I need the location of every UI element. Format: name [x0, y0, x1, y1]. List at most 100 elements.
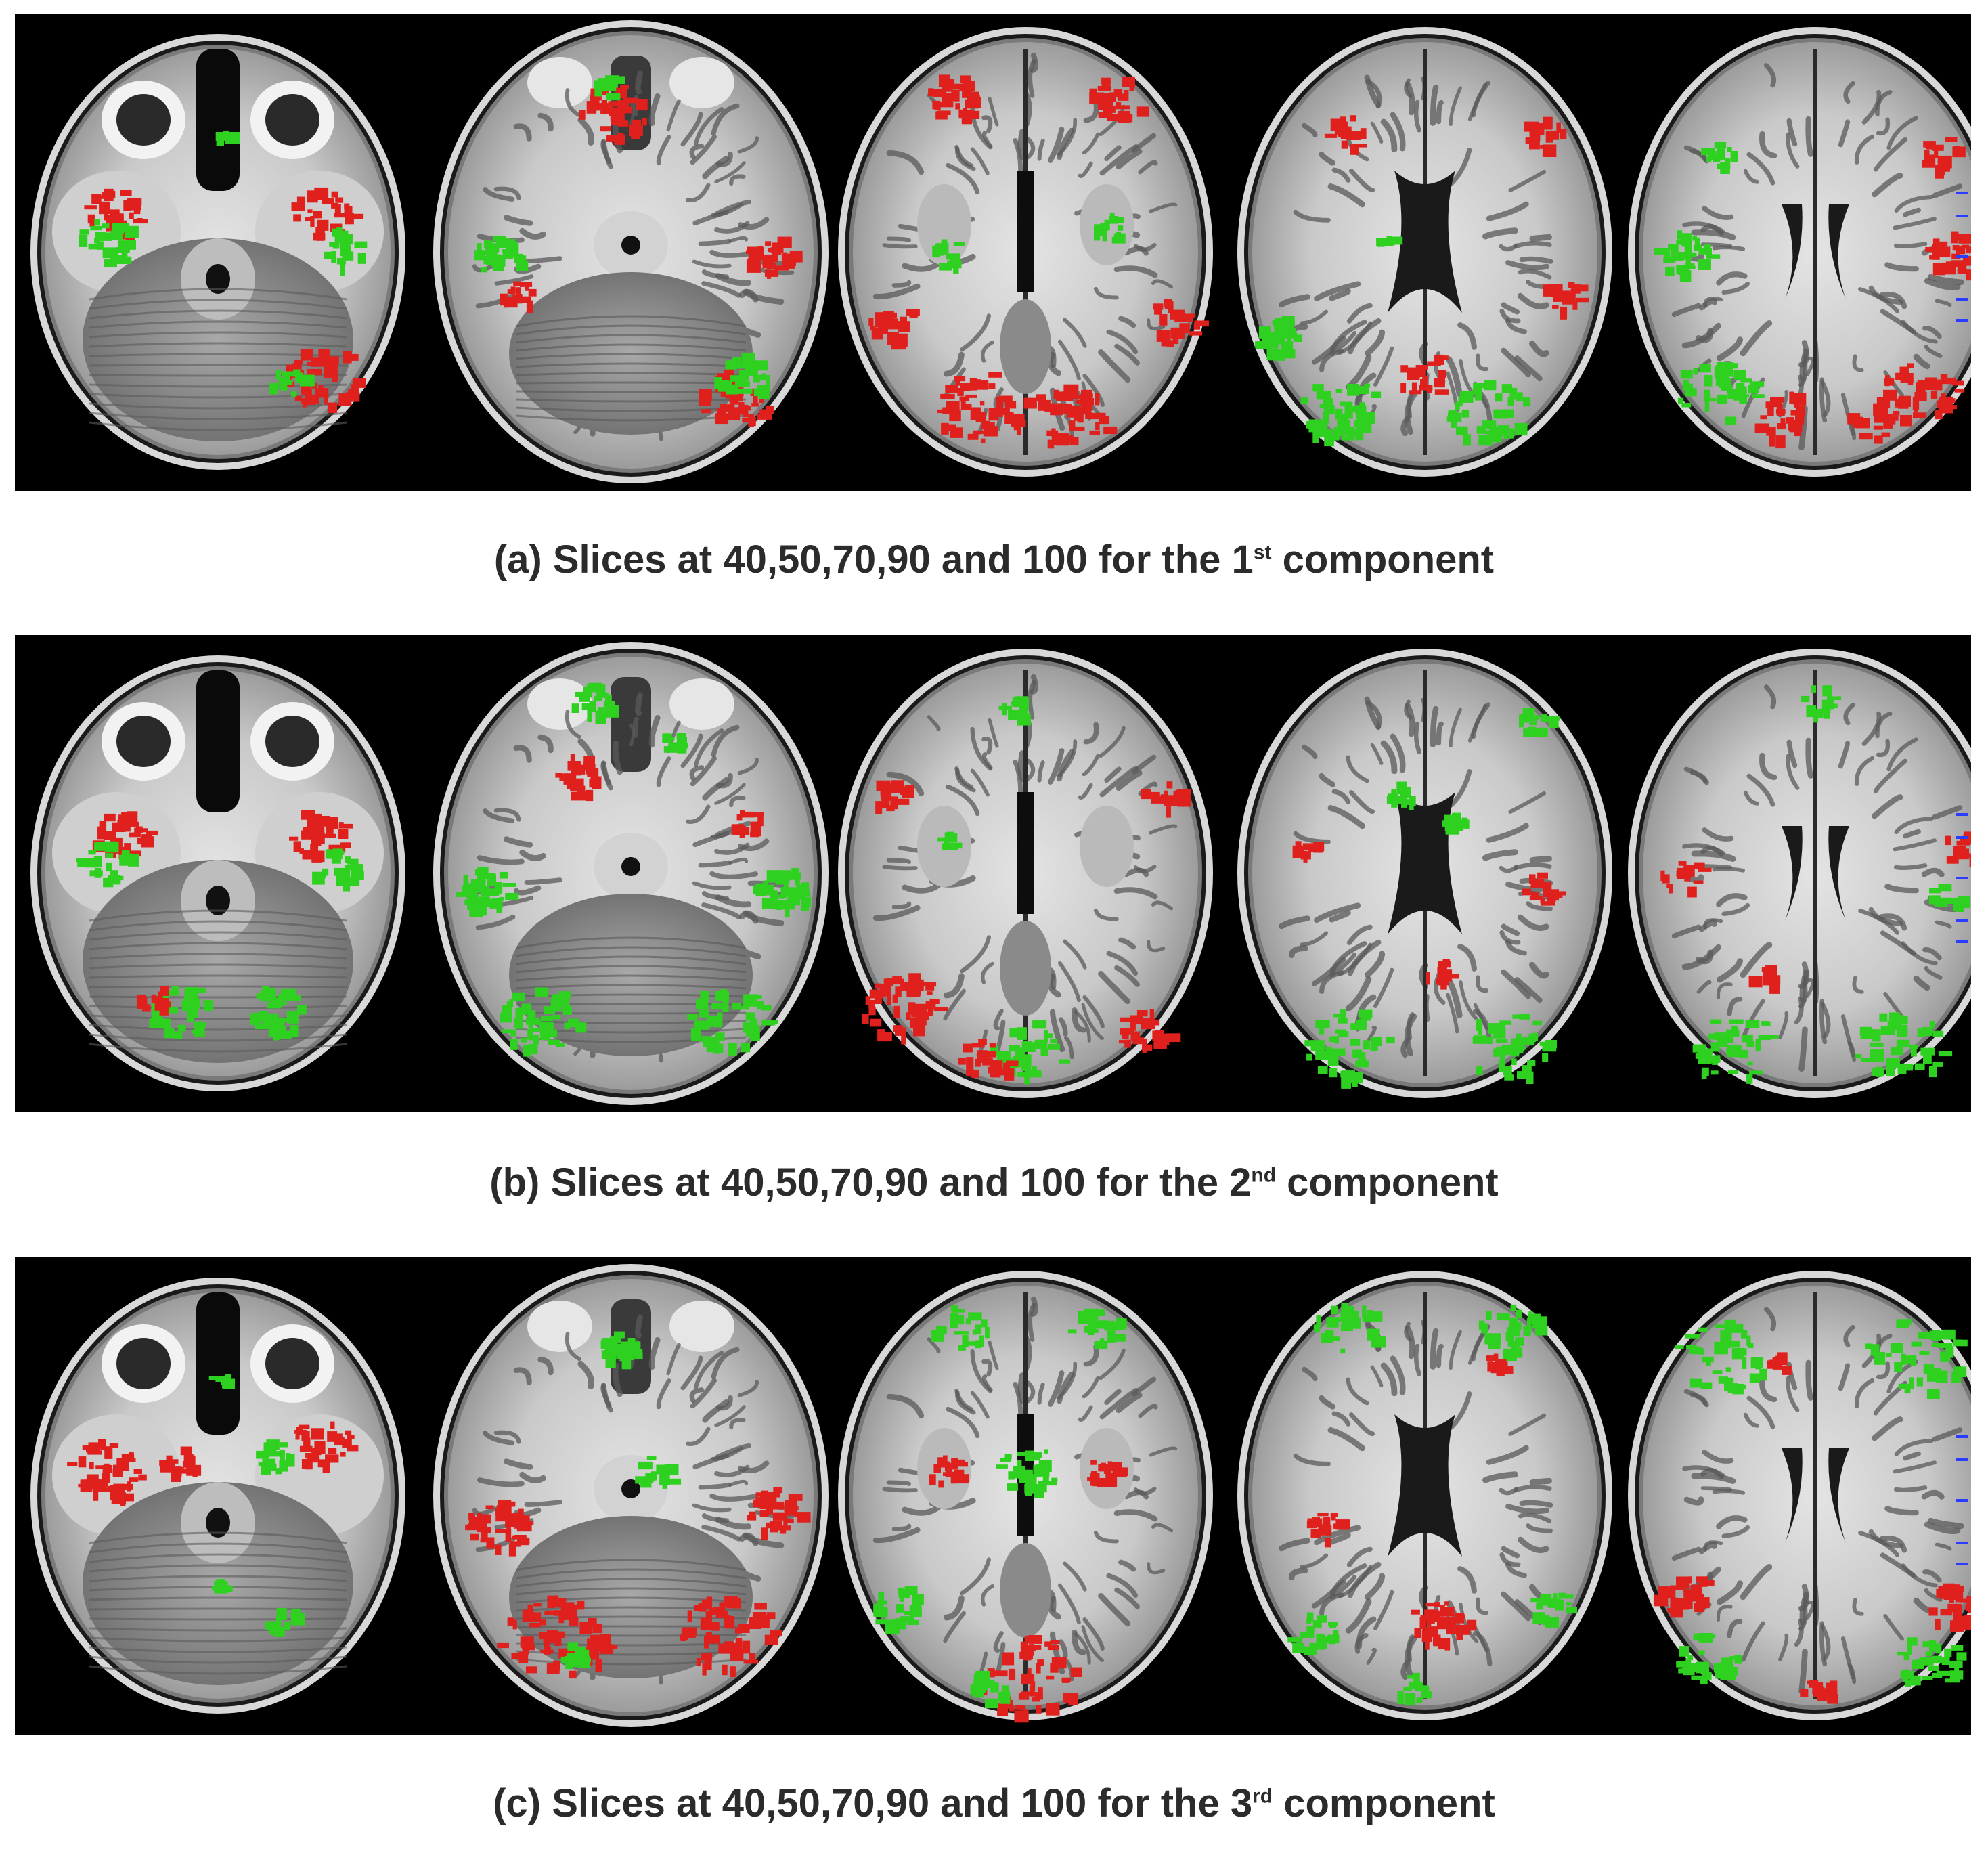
activation-negative: [1442, 812, 1470, 835]
activation-negative: [269, 369, 315, 397]
right-ventricle-icon: [1828, 204, 1849, 299]
activation-negative: [1300, 383, 1382, 447]
panel-b-svg: [30, 642, 1971, 1105]
activation-negative: [1801, 685, 1842, 723]
activation-negative: [1472, 1014, 1557, 1084]
activation-positive: [1524, 116, 1567, 157]
slice-70: [838, 27, 1213, 477]
nasal-cavity-icon: [196, 670, 240, 812]
panel-a-brain-slices: [15, 14, 1971, 491]
activation-negative: [208, 1374, 235, 1389]
activation-positive: [929, 1455, 969, 1488]
slice-40: [30, 1278, 405, 1714]
activation-negative: [662, 733, 688, 754]
caption-b-suffix: component: [1276, 1160, 1499, 1204]
activation-positive: [1748, 965, 1781, 994]
activation-positive: [1928, 1583, 1971, 1632]
panel-c-brain-slices: [15, 1257, 1971, 1735]
activation-negative: [456, 866, 519, 917]
activation-negative: [1519, 708, 1560, 737]
activation-positive: [497, 1595, 618, 1679]
slice-90: [1237, 27, 1612, 477]
activation-negative: [687, 989, 778, 1056]
caption-b-prefix: (b) Slices at 40,50,70,90 and 100 for th…: [489, 1160, 1252, 1204]
activation-positive: [1141, 781, 1192, 818]
slice-100: [1628, 649, 1971, 1098]
activation-negative: [1677, 362, 1765, 425]
slice-70: [838, 1271, 1213, 1723]
activation-positive: [680, 1596, 782, 1677]
activation-positive: [1754, 391, 1807, 449]
activation-positive: [980, 1635, 1082, 1723]
slice-50: [433, 642, 829, 1105]
activation-positive: [283, 349, 366, 413]
activation-negative: [1478, 1304, 1548, 1361]
activation-negative: [996, 1449, 1058, 1498]
activation-negative: [1675, 1319, 1767, 1395]
activation-positive: [1324, 115, 1367, 155]
activation-positive: [294, 1421, 359, 1473]
slice-40: [30, 34, 405, 470]
activation-negative: [79, 219, 139, 267]
activation-negative: [1897, 1637, 1967, 1687]
caption-c-sup: rd: [1252, 1785, 1273, 1808]
activation-negative: [1397, 1672, 1432, 1705]
slice-70: [838, 649, 1213, 1098]
activation-positive: [1883, 363, 1965, 427]
activation-negative: [1287, 1612, 1340, 1655]
activation-negative: [1313, 1303, 1386, 1354]
activation-negative: [1446, 380, 1531, 446]
activation-negative: [250, 986, 307, 1041]
activation-negative: [600, 1331, 643, 1370]
nasal-cavity-icon: [196, 49, 240, 191]
activation-negative: [932, 239, 965, 274]
activation-positive: [1543, 282, 1589, 320]
activation-positive: [731, 810, 764, 838]
activation-negative: [635, 1456, 681, 1489]
activation-negative: [256, 1439, 295, 1475]
panel-a-svg: [30, 20, 1971, 483]
activation-negative: [1094, 213, 1126, 244]
activation-positive: [1522, 872, 1566, 906]
activation-positive: [555, 754, 602, 802]
activation-negative: [212, 1579, 233, 1594]
activation-negative: [474, 235, 529, 273]
activation-negative: [1067, 1308, 1127, 1349]
activation-negative: [1376, 236, 1403, 247]
caption-b: (b) Slices at 40,50,70,90 and 100 for th…: [0, 1160, 1988, 1205]
slice-90: [1237, 1271, 1612, 1720]
activation-positive: [1400, 354, 1449, 395]
activation-negative: [1865, 1319, 1968, 1399]
caption-a-sup: st: [1253, 541, 1272, 564]
activation-negative: [1304, 1009, 1395, 1089]
activation-positive: [1426, 959, 1459, 990]
activation-positive: [928, 74, 981, 125]
activation-positive: [868, 309, 920, 350]
slice-50: [433, 1264, 829, 1727]
activation-negative: [1386, 781, 1416, 810]
left-ventricle-icon: [1782, 1448, 1803, 1543]
activation-negative: [312, 848, 364, 892]
activation-negative: [970, 1670, 1011, 1709]
caption-a-prefix: (a) Slices at 40,50,70,90 and 100 for th…: [493, 538, 1254, 582]
caption-c: (c) Slices at 40,50,70,90 and 100 for th…: [0, 1781, 1988, 1826]
activation-negative: [937, 831, 963, 850]
activation-negative: [753, 868, 812, 917]
activation-positive: [747, 1487, 811, 1541]
left-ventricle-icon: [1782, 826, 1803, 921]
activation-positive: [67, 1439, 147, 1506]
activation-negative: [149, 986, 213, 1039]
caption-c-suffix: component: [1273, 1781, 1495, 1825]
activation-negative: [594, 75, 625, 101]
slice-100: [1628, 27, 1971, 477]
nasal-cavity-icon: [196, 1292, 240, 1435]
activation-negative: [571, 682, 619, 724]
cerebellum-icon: [83, 860, 353, 1063]
caption-b-sup: nd: [1251, 1164, 1277, 1187]
activation-negative: [560, 1642, 591, 1670]
activation-positive: [500, 281, 537, 313]
activation-positive: [1925, 231, 1971, 281]
activation-negative: [1701, 142, 1738, 174]
activation-negative: [215, 131, 240, 146]
activation-negative: [714, 352, 770, 399]
